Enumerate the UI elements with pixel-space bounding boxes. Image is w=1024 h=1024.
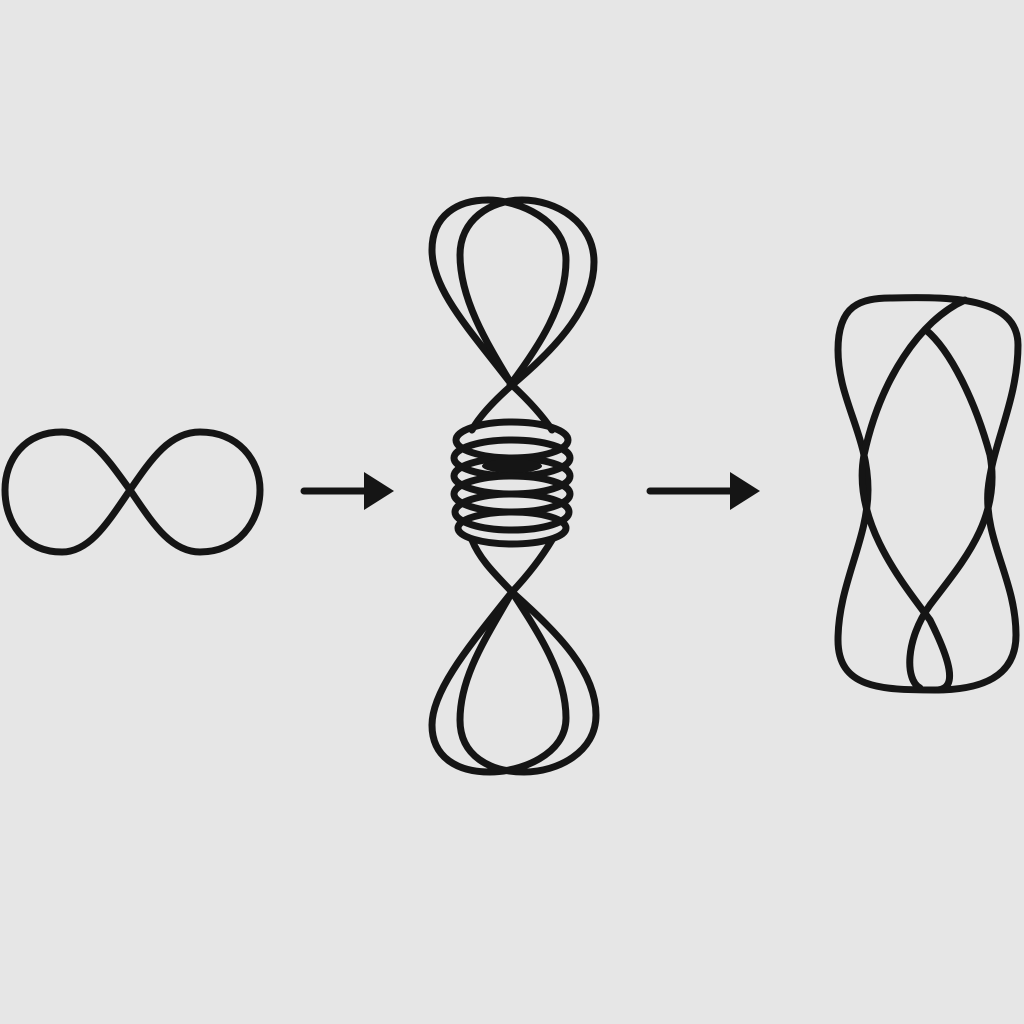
- coil-ring: [454, 508, 570, 548]
- infinity-loop-path: [1, 428, 264, 556]
- infinity-loop: [1, 428, 264, 556]
- coil-ring: [451, 490, 573, 534]
- inner-strand-a: [858, 296, 969, 694]
- bottom-neck-left: [468, 536, 516, 596]
- top-loop-right: [456, 196, 598, 389]
- arrow-1-head: [364, 472, 394, 510]
- top-loop-left: [428, 196, 570, 389]
- arrow-2-head: [730, 472, 760, 510]
- arrow-1: [300, 472, 394, 510]
- bottom-loop-left: [428, 588, 570, 776]
- coil-core: [482, 459, 542, 473]
- interlaced-loop: [834, 294, 1022, 694]
- bottom-neck-right: [508, 536, 556, 596]
- arrow-2: [646, 472, 760, 510]
- coiled-double-loop: [428, 196, 600, 776]
- inner-strand-b: [906, 326, 996, 692]
- bottom-loop-right: [456, 588, 600, 776]
